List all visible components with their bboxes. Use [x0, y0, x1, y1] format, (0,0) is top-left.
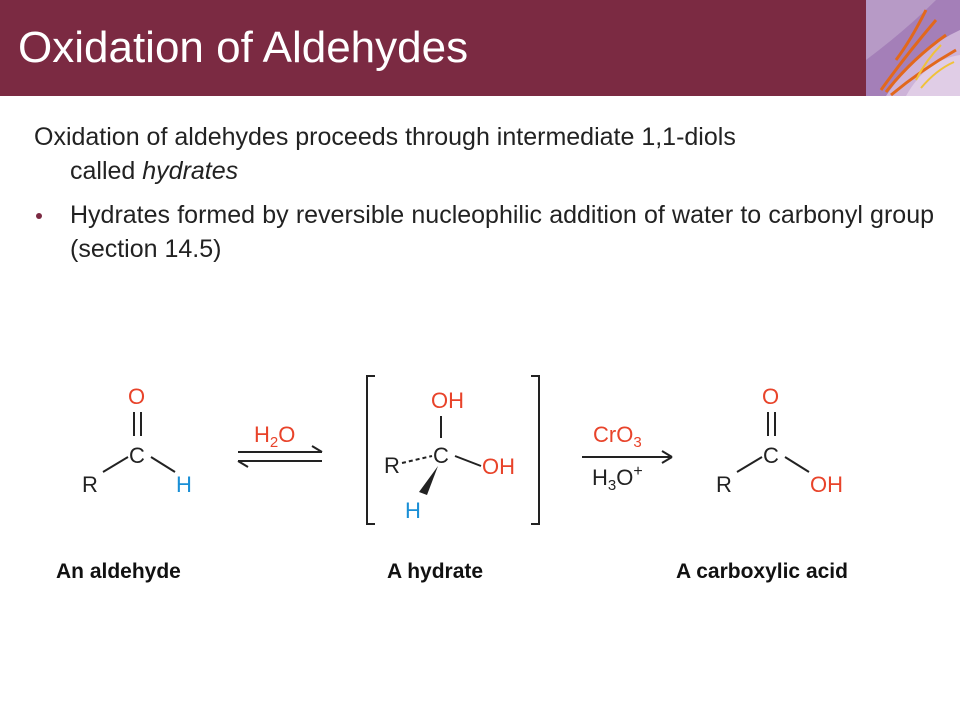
- hydronium-reagent: H3O+: [592, 463, 643, 494]
- acid-caption: A carboxylic acid: [676, 560, 848, 583]
- bullet-item: Hydrates formed by reversible nucleophil…: [34, 198, 934, 266]
- slide-title: Oxidation of Aldehydes: [18, 23, 469, 72]
- aldehyde-r-group: R: [82, 472, 98, 497]
- aldehyde-caption: An aldehyde: [56, 560, 181, 583]
- hydrate-carbon: C: [433, 443, 449, 468]
- bullet-dot-icon: [36, 213, 42, 219]
- intro-line1: Oxidation of aldehydes proceeds through …: [34, 123, 736, 151]
- aldehyde-hydrogen: H: [176, 472, 192, 497]
- oxidation-arrow: CrO3 H3O+: [582, 422, 673, 494]
- hydrates-term: hydrates: [142, 157, 239, 185]
- equilibrium-arrow: H2O: [237, 422, 323, 468]
- intro-line2: called hydrates: [34, 157, 238, 185]
- acid-r-group: R: [716, 472, 732, 497]
- aldehyde-structure: O C R H: [82, 384, 192, 497]
- hydrate-oh-top: OH: [431, 388, 464, 413]
- hydrate-r-group: R: [384, 453, 400, 478]
- reaction-scheme: O C R H H2O OH C R OH H CrO3 H3O+: [56, 375, 848, 583]
- intro-line2-text: called: [70, 157, 143, 185]
- aldehyde-carbon: C: [129, 443, 145, 468]
- hydrate-caption: A hydrate: [387, 560, 483, 583]
- bullet-text: Hydrates formed by reversible nucleophil…: [70, 201, 934, 263]
- aldehyde-oxygen: O: [128, 384, 145, 409]
- chromium-trioxide-reagent: CrO3: [593, 422, 642, 451]
- acid-carbon: C: [763, 443, 779, 468]
- hydrate-structure: OH C R OH H: [366, 375, 540, 525]
- title-bar: [0, 0, 960, 96]
- intro-paragraph: Oxidation of aldehydes proceeds through …: [34, 120, 934, 188]
- hydrate-hydrogen: H: [405, 498, 421, 523]
- water-reagent: H2O: [254, 422, 295, 451]
- hydrate-oh-right: OH: [482, 454, 515, 479]
- flower-image: [866, 0, 960, 96]
- acid-oxygen: O: [762, 384, 779, 409]
- acid-hydroxyl: OH: [810, 472, 843, 497]
- carboxylic-acid-structure: O C R OH: [716, 384, 843, 497]
- body-text: Oxidation of aldehydes proceeds through …: [34, 120, 934, 266]
